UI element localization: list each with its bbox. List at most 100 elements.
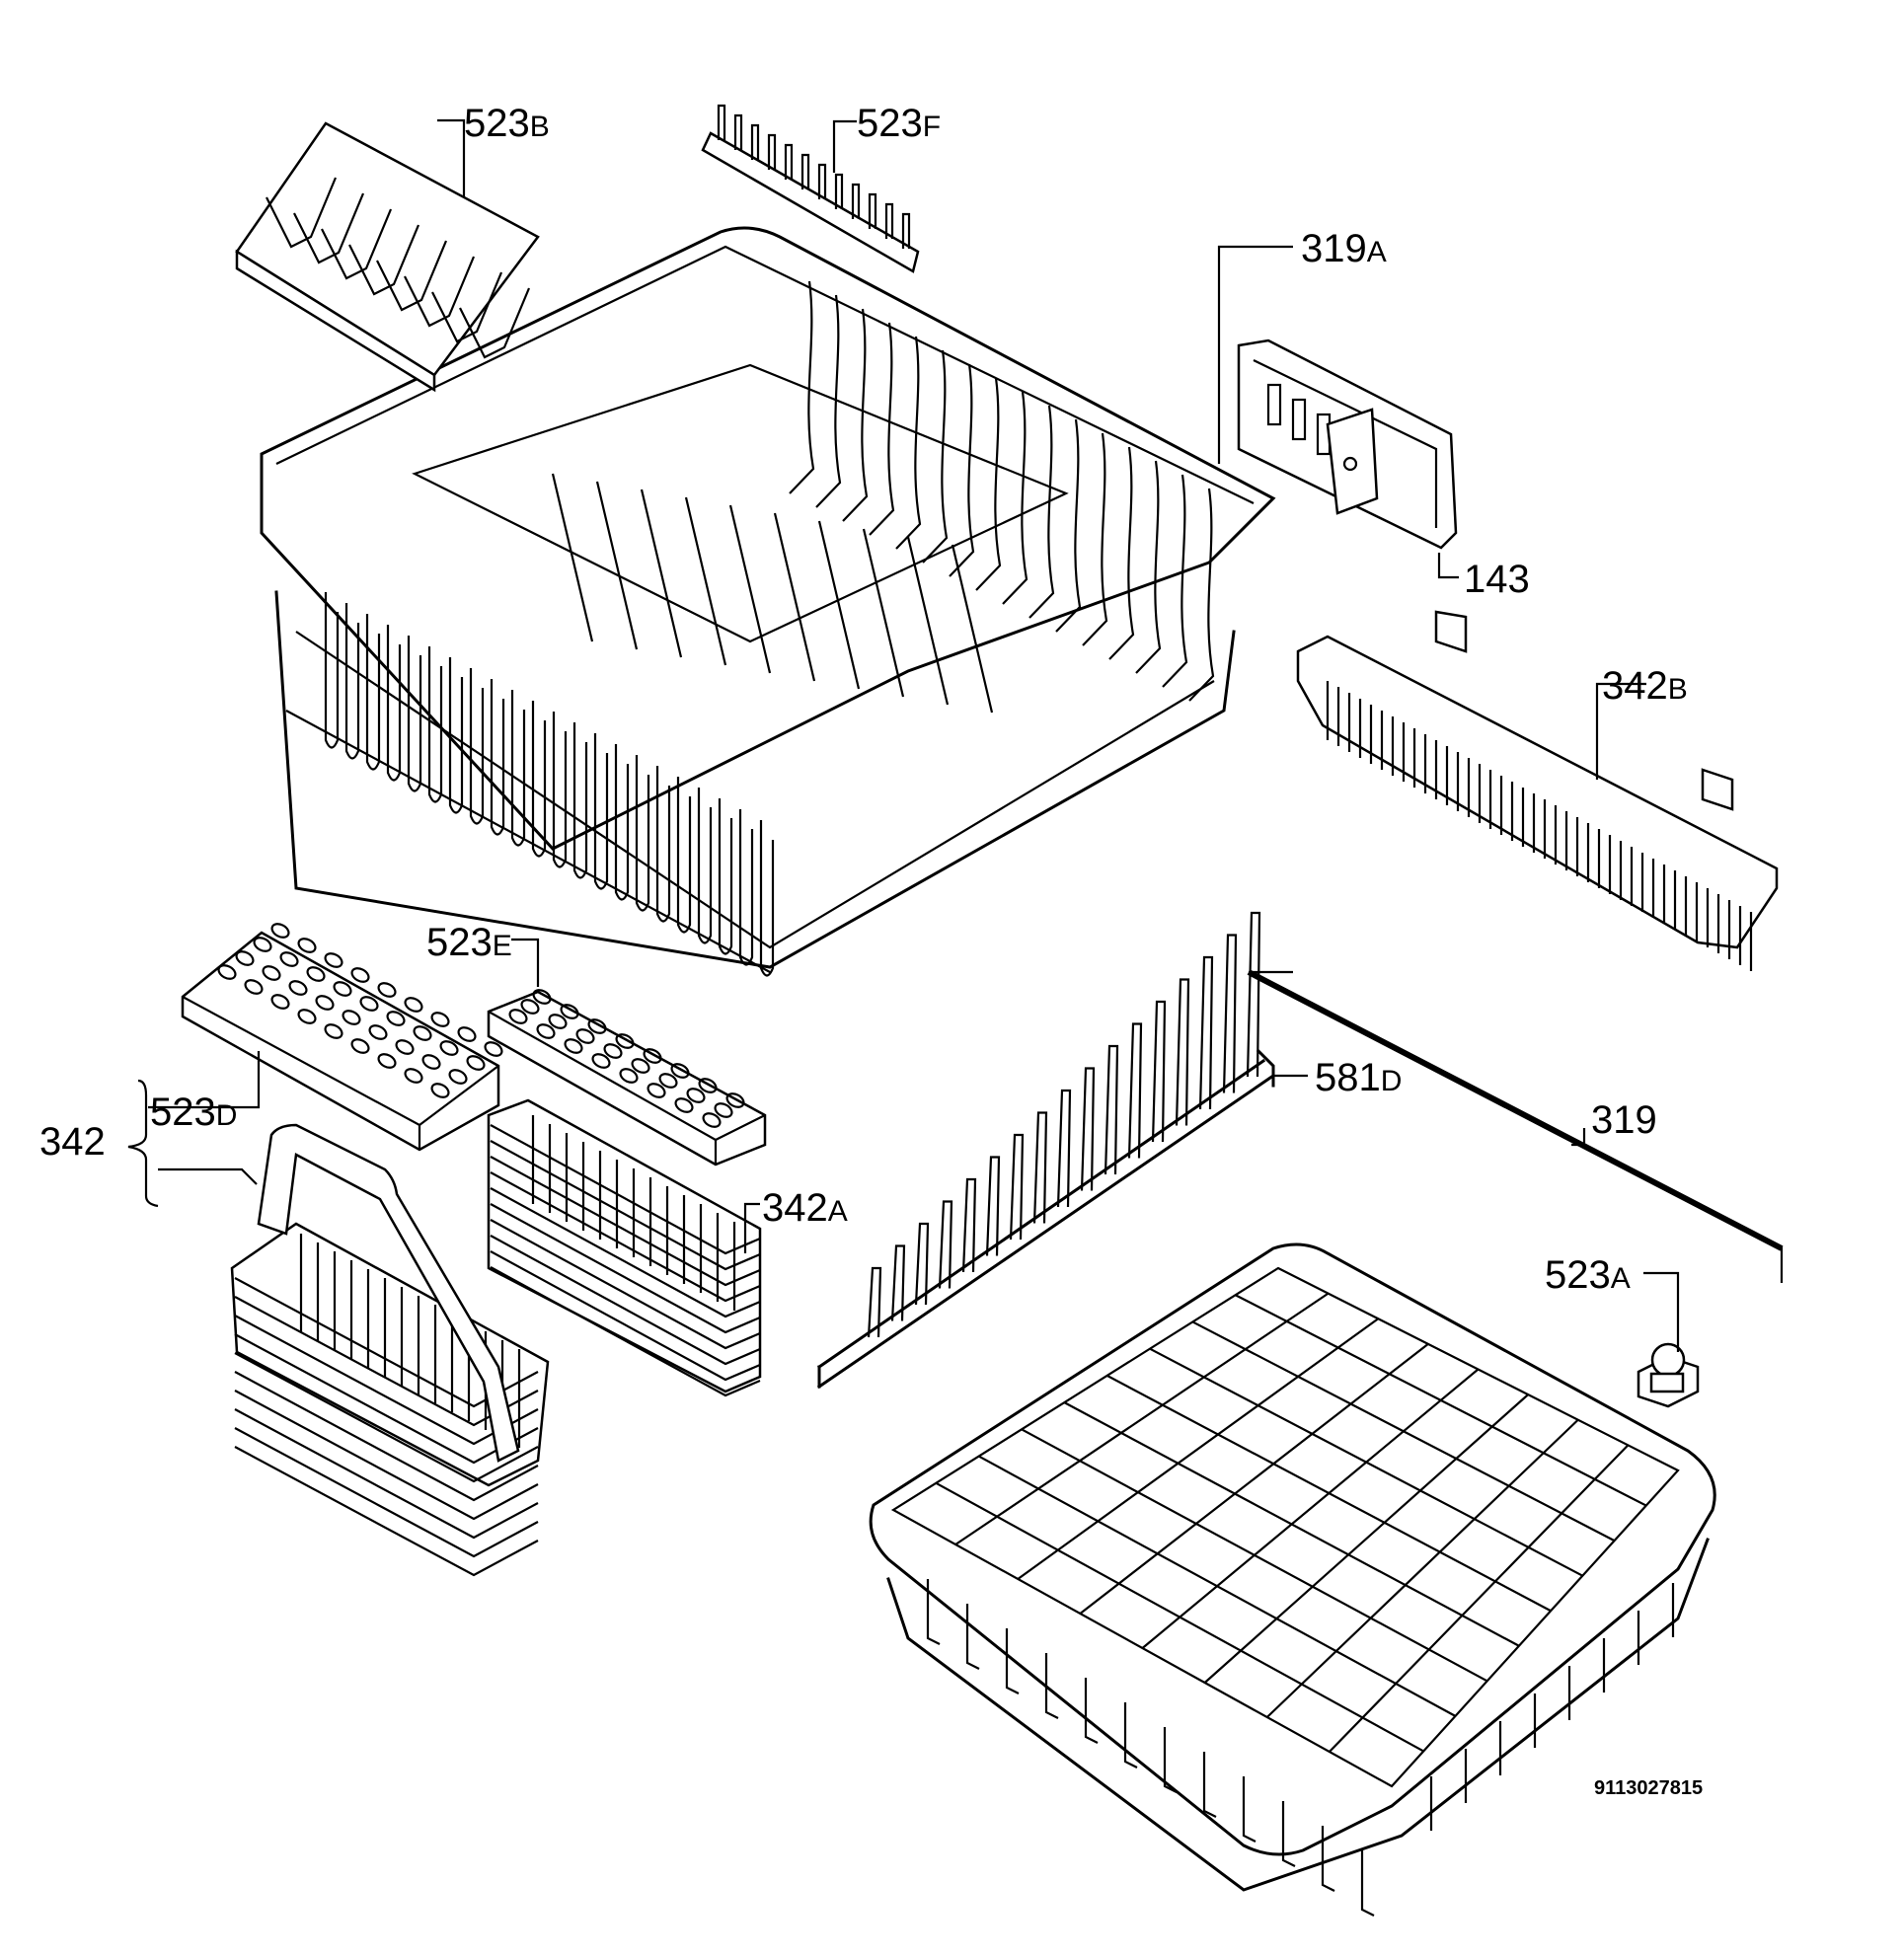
- grid-hole: [270, 994, 290, 1010]
- rack-tine: [1127, 1022, 1143, 1159]
- grid-hole: [603, 1043, 623, 1059]
- grid-hole: [315, 995, 335, 1011]
- wheel: [1637, 1342, 1700, 1408]
- rack-tine: [1104, 1044, 1119, 1175]
- rack-pin: [884, 202, 894, 239]
- grid-hole: [386, 1011, 406, 1026]
- basket-bar: [324, 592, 340, 749]
- grid-hole: [421, 1054, 441, 1070]
- grid-hole: [244, 979, 264, 995]
- grid-hole: [714, 1102, 733, 1118]
- basket-rim: [234, 1408, 539, 1540]
- grid-wire: [1141, 1368, 1480, 1649]
- label-523F: 523F: [857, 102, 941, 145]
- label-581D: 581D: [1315, 1056, 1402, 1099]
- rack-pin: [901, 212, 911, 249]
- basket-tine: [684, 496, 727, 666]
- basket-tine: [869, 322, 895, 536]
- rack-pin: [834, 173, 844, 209]
- basket-tine: [815, 294, 842, 508]
- grid-hole: [619, 1068, 639, 1084]
- basket-bar: [655, 766, 671, 923]
- basket-bar: [448, 657, 464, 814]
- grid-hole: [377, 982, 397, 998]
- cutlery-grid-left: [181, 923, 503, 1152]
- basket-tine: [817, 520, 861, 690]
- rack-tine: [1009, 1133, 1025, 1241]
- grid-hole: [404, 1068, 423, 1084]
- grid-hole: [359, 996, 379, 1012]
- cutlery-basket-handled: [230, 1123, 550, 1577]
- rack-pin: [868, 192, 877, 229]
- basket-rim: [234, 1315, 539, 1446]
- grid-wire: [1079, 1343, 1429, 1615]
- basket-leg: [1005, 1628, 1020, 1694]
- grid-hole: [520, 999, 540, 1015]
- rack-pin: [817, 163, 827, 199]
- rack-tine: [1080, 1067, 1096, 1191]
- rack-rib: [404, 256, 476, 328]
- grid-hole: [670, 1063, 690, 1079]
- rack-pin: [851, 183, 861, 219]
- drawing-number: 9113027815: [1594, 1777, 1703, 1799]
- grid-hole: [457, 1026, 477, 1042]
- grid-wire: [1329, 1444, 1630, 1753]
- basket-bar: [490, 679, 505, 836]
- basket-rim: [234, 1296, 539, 1427]
- basket-tine: [728, 504, 772, 674]
- basket-tine: [951, 544, 994, 714]
- grid-wire: [1017, 1317, 1379, 1580]
- basket-leg: [926, 1579, 941, 1645]
- label-319A: 319A: [1301, 227, 1387, 270]
- rack-tine: [1151, 1000, 1167, 1143]
- rack-pin: [800, 153, 810, 189]
- basket-bar: [718, 798, 733, 955]
- upper-basket: [260, 226, 1276, 977]
- grid-hole: [350, 967, 370, 983]
- basket-tine: [1162, 474, 1188, 688]
- grid-wire: [954, 1292, 1330, 1545]
- basket-rim: [490, 1171, 761, 1303]
- basket-tine: [1055, 418, 1082, 633]
- grid-hole: [297, 938, 317, 953]
- basket-leg: [1084, 1678, 1099, 1744]
- label-319: 319: [1591, 1098, 1657, 1142]
- basket-tine: [1135, 460, 1162, 674]
- grid-hole: [466, 1055, 486, 1071]
- grid-hole: [615, 1033, 635, 1049]
- grid-hole: [324, 1023, 343, 1039]
- grid-hole: [587, 1018, 607, 1034]
- basket-bar: [572, 722, 588, 879]
- grid-hole: [631, 1058, 650, 1074]
- basket-rim: [490, 1250, 761, 1382]
- rack-rib: [376, 240, 448, 312]
- basket-rim: [490, 1203, 761, 1334]
- basket-leg: [1163, 1727, 1178, 1793]
- basket-rim: [490, 1266, 761, 1397]
- rack-tine: [938, 1200, 953, 1289]
- basket-rim: [490, 1187, 761, 1318]
- basket-bar: [531, 701, 547, 858]
- grid-hole: [575, 1028, 595, 1044]
- rack-tine: [961, 1177, 977, 1273]
- pin-row: [701, 104, 920, 273]
- grid-hole: [439, 1040, 459, 1056]
- label-143: 143: [1464, 558, 1530, 601]
- grid-hole: [536, 1023, 556, 1039]
- basket-leg: [1360, 1850, 1375, 1917]
- rack-tine: [1175, 978, 1190, 1126]
- plate-rack: [816, 911, 1276, 1390]
- basket-rim: [234, 1277, 539, 1408]
- rack-tine: [1198, 955, 1214, 1110]
- label-523D: 523D: [150, 1091, 237, 1134]
- rack-tine: [1056, 1089, 1072, 1208]
- basket-bar: [593, 733, 609, 890]
- grid-hole: [350, 1038, 370, 1054]
- basket-tine: [640, 489, 683, 658]
- grid-wire: [1203, 1393, 1529, 1684]
- label-523B: 523B: [464, 102, 550, 145]
- grid-hole: [377, 1053, 397, 1069]
- basket-tine: [949, 363, 975, 577]
- basket-rim: [234, 1427, 539, 1558]
- grid-hole: [674, 1097, 694, 1113]
